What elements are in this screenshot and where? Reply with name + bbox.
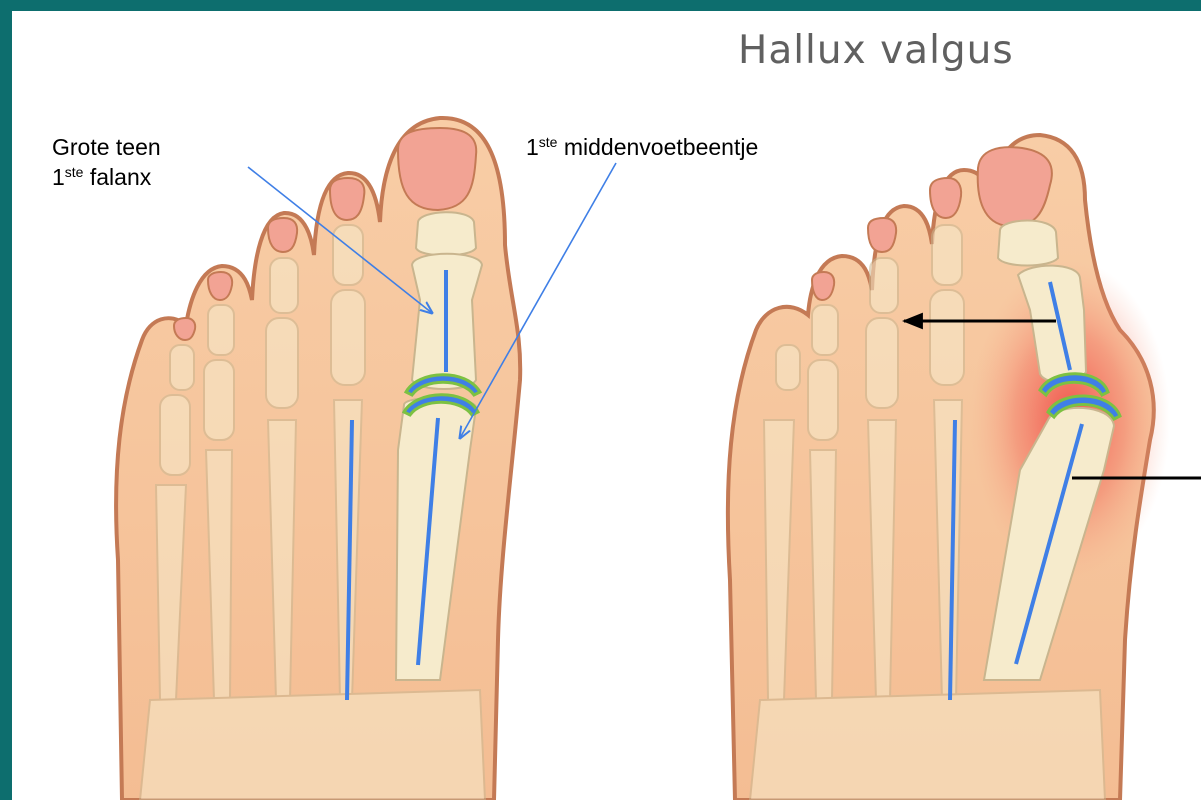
diagram-title: Hallux valgus xyxy=(738,28,1014,73)
label-first-phalanx-num: 1 xyxy=(52,164,65,190)
toe3-nail xyxy=(268,218,297,252)
valgus-distal-phalanx xyxy=(998,221,1058,266)
label-metatarsal-num: 1 xyxy=(526,134,539,160)
slide-frame-left xyxy=(0,0,12,800)
label-first-metatarsal: 1ste middenvoetbeentje xyxy=(526,133,758,161)
label-first-phalanx-sup: ste xyxy=(65,164,84,180)
toe5-nail xyxy=(174,318,195,340)
label-first-phalanx-text: falanx xyxy=(83,164,151,190)
label-first-phalanx: 1ste falanx xyxy=(52,163,151,191)
valgus-toe2-nail xyxy=(930,178,961,218)
label-big-toe: Grote teen xyxy=(52,133,161,161)
label-metatarsal-sup: ste xyxy=(539,134,558,150)
hallux-valgus-foot xyxy=(728,135,1201,800)
toe2-nail xyxy=(330,178,364,220)
normal-foot xyxy=(116,118,616,800)
big-toe-nail xyxy=(398,128,476,210)
valgus-toe3-nail xyxy=(868,218,896,252)
valgus-toe4-nail xyxy=(812,272,834,300)
label-metatarsal-text: middenvoetbeentje xyxy=(557,134,758,160)
toe4-nail xyxy=(208,272,232,300)
slide-frame-top xyxy=(0,0,1201,11)
big-toe-distal-phalanx xyxy=(416,212,476,255)
